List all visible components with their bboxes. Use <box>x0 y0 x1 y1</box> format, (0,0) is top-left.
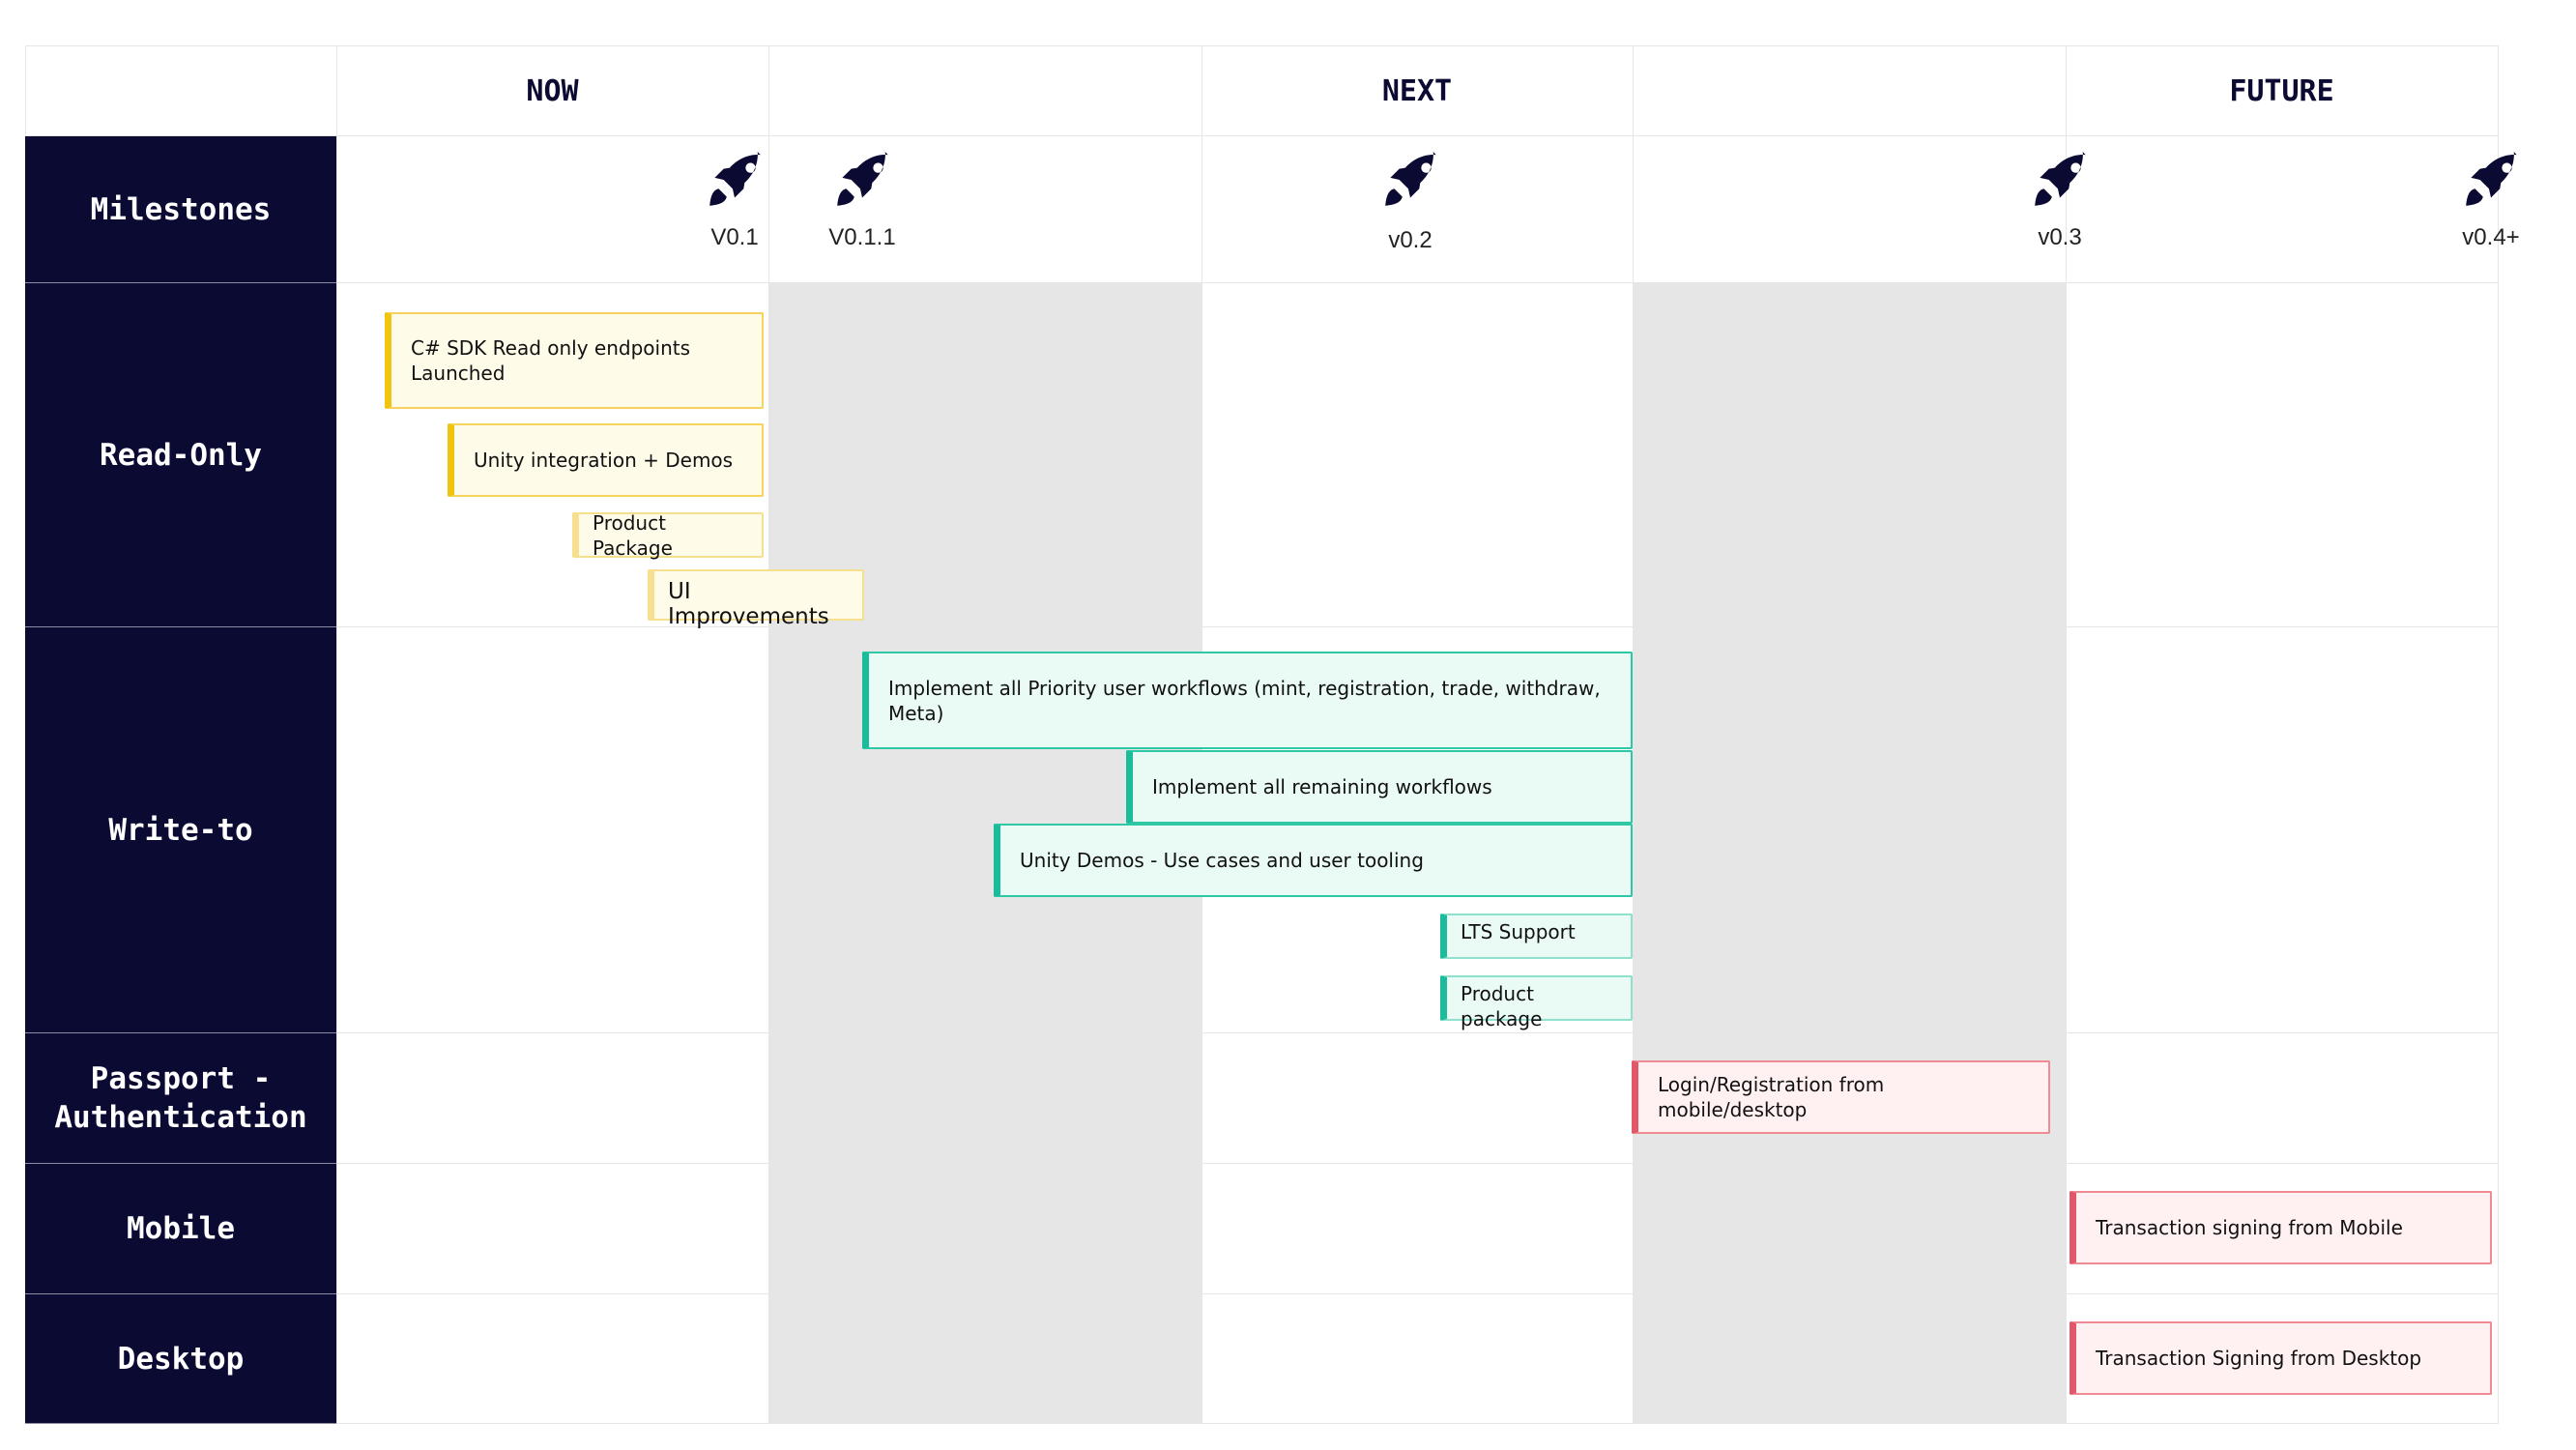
card-transaction-signing-desktop[interactable]: Transaction Signing from Desktop <box>2069 1321 2492 1395</box>
card-login-registration[interactable]: Login/Registration from mobile/desktop <box>1632 1060 2050 1134</box>
rocket-icon <box>1347 149 1473 213</box>
rocket-icon <box>799 149 925 213</box>
row-label-desktop: Desktop <box>25 1294 336 1424</box>
milestone-v0-4: v0.4+ <box>2428 149 2554 251</box>
phase-future: FUTURE <box>2229 73 2334 108</box>
row-label-read-only: Read-Only <box>25 283 336 627</box>
row-label-write-to: Write-to <box>25 627 336 1033</box>
card-product-package[interactable]: Product Package <box>572 511 764 560</box>
row-label-mobile: Mobile <box>25 1164 336 1294</box>
milestone-v0-1: V0.1 <box>672 149 797 251</box>
grid-line <box>336 45 337 1423</box>
milestone-label: v0.4+ <box>2462 224 2520 250</box>
grid-line <box>25 45 2499 46</box>
row-label-passport: Passport - Authentication <box>25 1033 336 1164</box>
milestone-v0-2: v0.2 <box>1347 149 1473 254</box>
card-csharp-sdk-read-only[interactable]: C# SDK Read only endpoints Launched <box>385 312 764 409</box>
milestone-v0-3: v0.3 <box>1997 149 2123 251</box>
card-remaining-workflows[interactable]: Implement all remaining workflows <box>1126 750 1633 824</box>
rocket-icon <box>1997 149 2123 213</box>
grid-line <box>1633 45 1634 1423</box>
grid-line <box>25 626 2499 627</box>
milestone-label: V0.1 <box>710 224 759 250</box>
rocket-icon <box>2428 149 2554 213</box>
column-shade <box>1633 282 2066 1423</box>
card-lts-support[interactable]: LTS Support <box>1440 914 1633 959</box>
grid-line <box>25 135 2499 136</box>
grid-line <box>768 45 769 1423</box>
phase-now: NOW <box>526 73 579 108</box>
milestone-label: v0.2 <box>1388 227 1433 253</box>
milestone-v0-1-1: V0.1.1 <box>799 149 925 251</box>
grid-line <box>25 1032 2499 1033</box>
card-priority-workflows[interactable]: Implement all Priority user workflows (m… <box>862 652 1633 749</box>
card-unity-integration[interactable]: Unity integration + Demos <box>448 423 764 497</box>
milestone-label: v0.3 <box>2038 224 2082 250</box>
phase-next: NEXT <box>1381 73 1453 108</box>
card-unity-demos[interactable]: Unity Demos - Use cases and user tooling <box>994 824 1633 897</box>
grid-line <box>25 1293 2499 1294</box>
card-transaction-signing-mobile[interactable]: Transaction signing from Mobile <box>2069 1191 2492 1264</box>
grid-line <box>25 1163 2499 1164</box>
rocket-icon <box>672 149 797 213</box>
grid-line <box>2498 45 2499 1423</box>
row-label-milestones: Milestones <box>25 136 336 283</box>
grid-line <box>25 282 2499 283</box>
grid-line <box>2066 45 2067 1423</box>
card-ui-improvements[interactable]: UI Improvements <box>648 569 864 629</box>
grid-line <box>25 1423 2499 1424</box>
card-product-package-write[interactable]: Product package <box>1440 975 1633 1030</box>
milestone-label: V0.1.1 <box>828 224 896 250</box>
